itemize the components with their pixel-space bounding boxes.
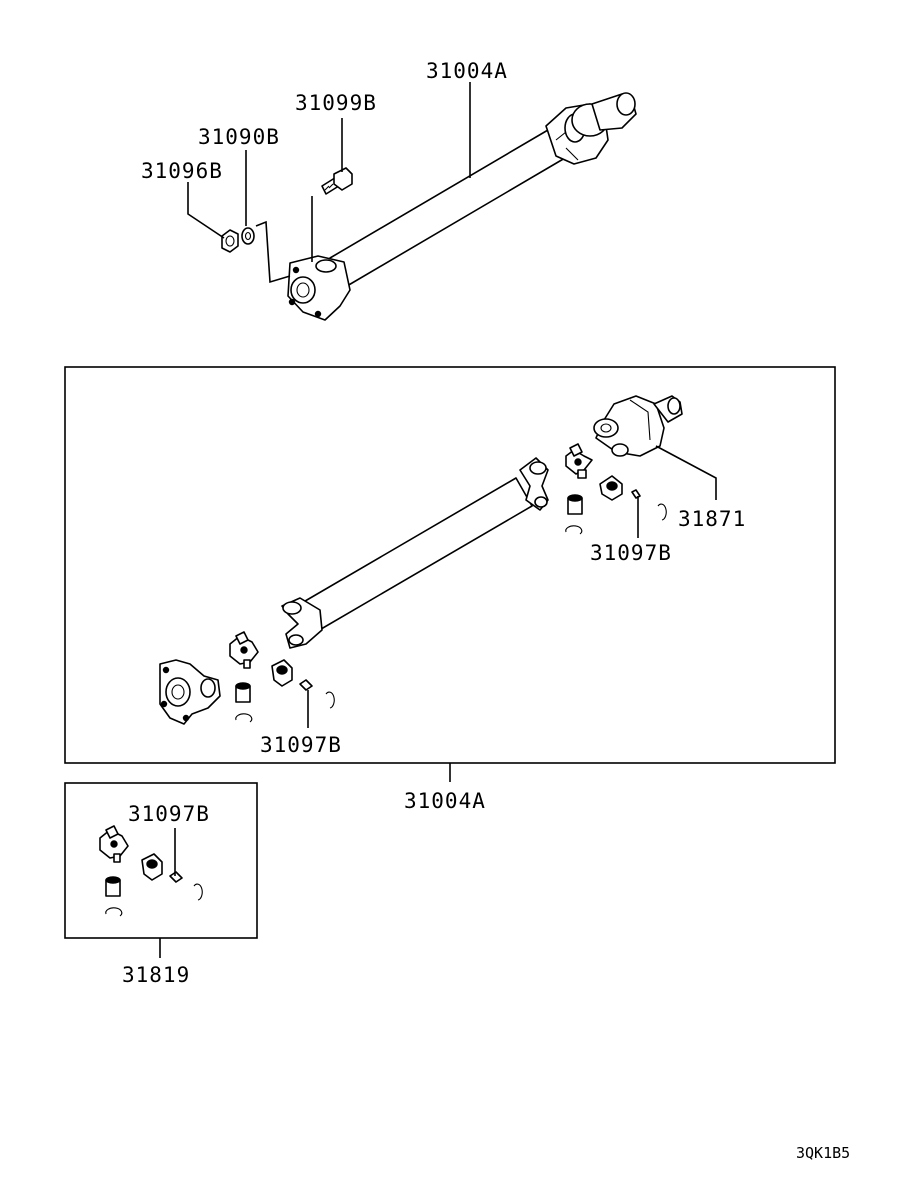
rear-spider-kit: [565, 443, 667, 535]
spider-kit-frame: [64, 782, 258, 939]
top-leader-lines: [187, 82, 471, 284]
boxed-spider-kit: [99, 825, 203, 917]
exploded-flange-yoke: [159, 659, 221, 725]
label-propeller-shaft-top: 31004A: [426, 59, 508, 83]
exploded-shaft-tube: [281, 457, 549, 649]
label-kit-box: 31097B: [128, 802, 210, 826]
box-leader-lines: [159, 828, 176, 958]
bolt: [321, 167, 353, 195]
nut: [221, 229, 239, 253]
label-slip-yoke: 31871: [678, 507, 746, 531]
label-washer: 31090B: [198, 125, 280, 149]
label-kit-lower: 31097B: [260, 733, 342, 757]
label-spider-set: 31819: [122, 963, 190, 987]
slip-yoke: [593, 395, 683, 457]
assembled-propeller-shaft: [287, 92, 637, 321]
label-nut: 31096B: [141, 159, 223, 183]
label-bolt: 31099B: [295, 91, 377, 115]
label-kit-upper: 31097B: [590, 541, 672, 565]
figure-code: 3QK1B5: [796, 1144, 850, 1162]
washer: [241, 227, 255, 245]
label-propeller-shaft-bottom: 31004A: [404, 789, 486, 813]
exploded-leader-lines: [307, 445, 717, 782]
front-spider-kit: [229, 631, 335, 723]
